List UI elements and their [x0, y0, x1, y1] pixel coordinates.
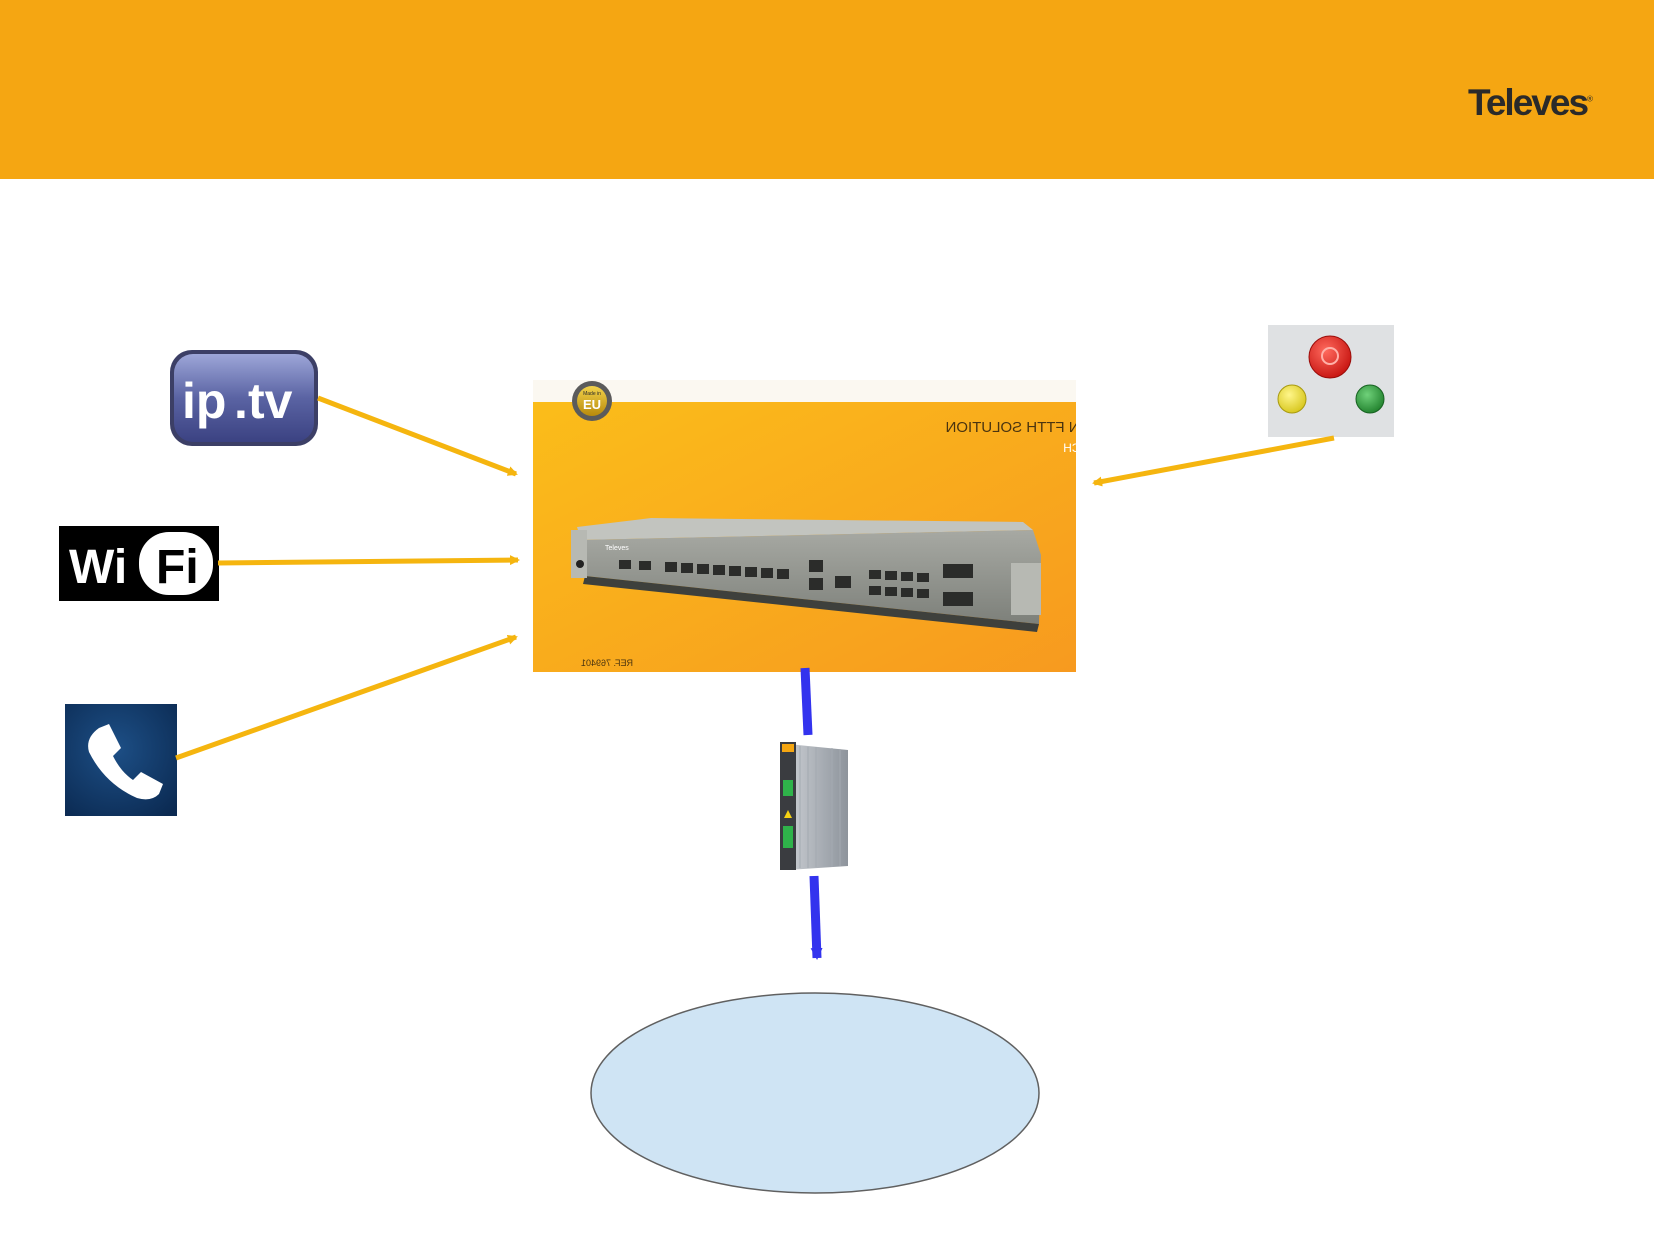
wifi-label-left: Wi	[69, 541, 127, 594]
wifi-icon: Wi Fi	[59, 526, 219, 601]
header-bar	[0, 0, 1654, 179]
fiber-splitter-to-network	[809, 875, 823, 960]
alarm-buttons-icon	[1268, 325, 1394, 437]
iptv-label-main: ip	[182, 373, 226, 429]
phone-icon	[65, 704, 177, 816]
olt-ref: REF. 769401	[581, 658, 633, 668]
olt-rack-device: Televes	[571, 518, 1041, 632]
iptv-icon: ip . tv	[170, 350, 318, 446]
fiber-olt-to-splitter	[800, 667, 813, 736]
badge-made-in: Made in	[583, 391, 601, 397]
splitter-device-icon	[780, 742, 848, 870]
iptv-label-dot: .	[234, 373, 248, 429]
arrow-wifi-to-olt	[217, 555, 520, 566]
televes-logo: Televes®	[1468, 82, 1593, 124]
arrow-iptv-to-olt	[317, 395, 518, 477]
fiber-network-ellipse	[590, 992, 1040, 1194]
device-brand: Televes	[605, 545, 629, 552]
olt-model: OLT-8CH	[1063, 441, 1076, 455]
arrow-alarm-to-olt	[1092, 435, 1335, 487]
iptv-label-tail: tv	[248, 373, 293, 429]
badge-eu: EU	[583, 397, 601, 412]
wifi-label-right: Fi	[156, 541, 199, 594]
logo-text: Televes	[1468, 82, 1589, 123]
logo-registered-mark: ®	[1587, 94, 1593, 104]
olt-title: GPON FTTH SOLUTION	[945, 419, 1076, 436]
arrow-phone-to-olt	[175, 634, 518, 761]
olt-device-panel: Made in EU GPON FTTH SOLUTION OLT-8CH RE…	[533, 380, 1076, 672]
